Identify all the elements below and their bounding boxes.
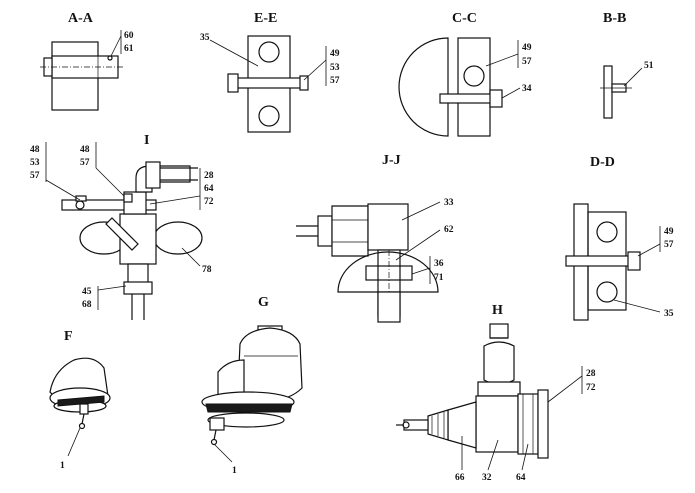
view-a-a: A-A 60 61 bbox=[40, 11, 134, 111]
view-i: I 48 53 57 48 57 28 64 72 bbox=[30, 133, 214, 320]
label-1: 1 bbox=[60, 461, 65, 471]
tube-upper bbox=[596, 221, 618, 243]
label-36: 36 bbox=[434, 259, 444, 269]
label-28: 28 bbox=[204, 171, 214, 181]
label-49: 49 bbox=[522, 43, 532, 53]
housing-section bbox=[337, 251, 439, 293]
tee-body bbox=[367, 203, 409, 251]
label-57: 57 bbox=[330, 76, 340, 86]
label-57b: 57 bbox=[80, 158, 90, 168]
hub-section bbox=[398, 37, 449, 137]
tube bbox=[463, 65, 485, 87]
flange-plate bbox=[537, 389, 549, 459]
nut bbox=[489, 89, 503, 108]
nut bbox=[299, 75, 309, 91]
label-66: 66 bbox=[455, 473, 465, 483]
label-57a: 57 bbox=[30, 171, 40, 181]
label-28: 28 bbox=[586, 369, 596, 379]
union-nut bbox=[483, 341, 515, 385]
label-57: 57 bbox=[522, 57, 532, 67]
view-h: H 28 72 66 32 64 bbox=[396, 303, 596, 483]
label-35: 35 bbox=[200, 33, 210, 43]
label-64: 64 bbox=[204, 184, 214, 194]
view-j-j: J-J 33 62 36 71 bbox=[296, 153, 454, 324]
label-51: 51 bbox=[644, 61, 654, 71]
union-nut bbox=[331, 205, 369, 257]
view-g-title: G bbox=[258, 295, 269, 310]
view-f: F 1 bbox=[49, 329, 111, 471]
view-b-b: B-B 51 bbox=[600, 11, 654, 119]
chamber-body bbox=[237, 327, 303, 401]
nut bbox=[627, 251, 641, 271]
label-1: 1 bbox=[232, 466, 237, 476]
view-i-title: I bbox=[144, 133, 149, 148]
clamp-plate bbox=[457, 37, 491, 137]
view-c-c-title: C-C bbox=[452, 11, 477, 26]
bracket-plate bbox=[61, 199, 157, 211]
label-53: 53 bbox=[30, 158, 40, 168]
view-a-a-title: A-A bbox=[68, 11, 94, 26]
view-f-title: F bbox=[64, 329, 73, 344]
label-57: 57 bbox=[664, 240, 674, 250]
view-b-b-title: B-B bbox=[603, 11, 626, 26]
label-53: 53 bbox=[330, 63, 340, 73]
tube-upper bbox=[258, 41, 280, 63]
label-48b: 48 bbox=[80, 145, 90, 155]
valve-right-dome bbox=[153, 221, 203, 255]
label-34: 34 bbox=[522, 84, 532, 94]
label-49: 49 bbox=[330, 49, 340, 59]
label-61: 61 bbox=[124, 44, 134, 54]
label-72: 72 bbox=[204, 197, 214, 207]
label-64: 64 bbox=[516, 473, 526, 483]
label-45: 45 bbox=[82, 287, 92, 297]
bolt bbox=[565, 255, 637, 267]
gasket bbox=[365, 265, 413, 281]
label-60: 60 bbox=[124, 31, 134, 41]
view-d-d: D-D 49 57 35 bbox=[565, 155, 674, 321]
label-32: 32 bbox=[482, 473, 492, 483]
label-71: 71 bbox=[434, 273, 444, 283]
view-c-c: C-C 49 57 34 bbox=[398, 11, 532, 137]
view-e-e: E-E 35 49 53 57 bbox=[200, 11, 340, 133]
bolt bbox=[235, 77, 305, 89]
label-78: 78 bbox=[202, 265, 212, 275]
label-68: 68 bbox=[82, 300, 92, 310]
view-j-j-title: J-J bbox=[382, 153, 401, 168]
label-72: 72 bbox=[586, 383, 596, 393]
clamp-band bbox=[205, 403, 293, 413]
tube-lower bbox=[258, 105, 280, 127]
elbow-fitting bbox=[135, 165, 191, 193]
cotter bbox=[107, 55, 113, 61]
label-33: 33 bbox=[444, 198, 454, 208]
label-48a: 48 bbox=[30, 145, 40, 155]
view-e-e-title: E-E bbox=[254, 11, 277, 26]
view-h-title: H bbox=[492, 303, 503, 318]
label-35: 35 bbox=[664, 309, 674, 319]
label-62: 62 bbox=[444, 225, 454, 235]
label-49: 49 bbox=[664, 227, 674, 237]
plate-section bbox=[603, 65, 613, 119]
view-g: G 1 bbox=[201, 295, 303, 476]
bolt-head bbox=[227, 73, 239, 93]
view-d-d-title: D-D bbox=[590, 155, 615, 170]
tube-lower bbox=[596, 281, 618, 303]
clamp-band bbox=[57, 395, 105, 407]
